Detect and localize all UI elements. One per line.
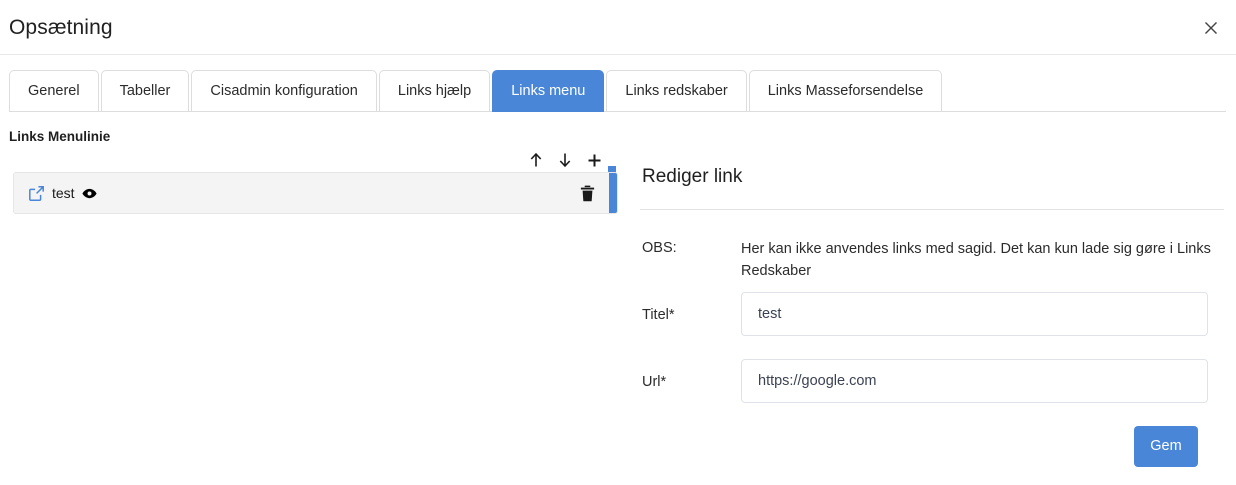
list-item-label: test <box>52 185 75 201</box>
tab-generel[interactable]: Generel <box>9 70 99 112</box>
panel-title: Rediger link <box>642 166 743 187</box>
tab-links-hjaelp[interactable]: Links hjælp <box>378 70 491 112</box>
url-input[interactable] <box>741 359 1208 403</box>
external-link-icon[interactable] <box>28 185 45 202</box>
dialog-header: Opsætning <box>0 0 1236 55</box>
note-text: Her kan ikke anvendes links med sagid. D… <box>741 241 1211 279</box>
tab-links-redskaber[interactable]: Links redskaber <box>606 70 747 112</box>
url-label: Url* <box>642 374 667 390</box>
title-input[interactable] <box>741 292 1208 336</box>
arrow-down-icon[interactable] <box>556 150 574 170</box>
tab-links-masseforsendelse[interactable]: Links Masseforsendelse <box>748 70 943 112</box>
section-title: Links Menulinie <box>9 129 111 144</box>
list-item[interactable]: test <box>13 172 618 214</box>
tab-bar: Generel Tabeller Cisadmin konfiguration … <box>0 70 1236 112</box>
list-scrollbar-thumb-top[interactable] <box>608 166 616 173</box>
note-label: OBS: <box>642 240 677 256</box>
list-scrollbar-thumb[interactable] <box>609 173 617 213</box>
close-icon[interactable] <box>1196 13 1226 43</box>
tab-links-menu[interactable]: Links menu <box>492 70 605 112</box>
eye-icon[interactable] <box>82 186 97 201</box>
tab-cisadmin-konfiguration[interactable]: Cisadmin konfiguration <box>191 70 377 112</box>
title-label: Titel* <box>642 307 675 323</box>
save-button[interactable]: Gem <box>1134 426 1198 467</box>
plus-icon[interactable] <box>585 150 603 170</box>
arrow-up-icon[interactable] <box>527 150 545 170</box>
list-item-content: test <box>14 185 97 202</box>
list-toolbar <box>0 147 622 173</box>
tab-tabeller[interactable]: Tabeller <box>100 70 190 112</box>
panel-divider <box>640 209 1224 210</box>
trash-icon[interactable] <box>575 181 599 205</box>
page-title: Opsætning <box>9 16 113 39</box>
